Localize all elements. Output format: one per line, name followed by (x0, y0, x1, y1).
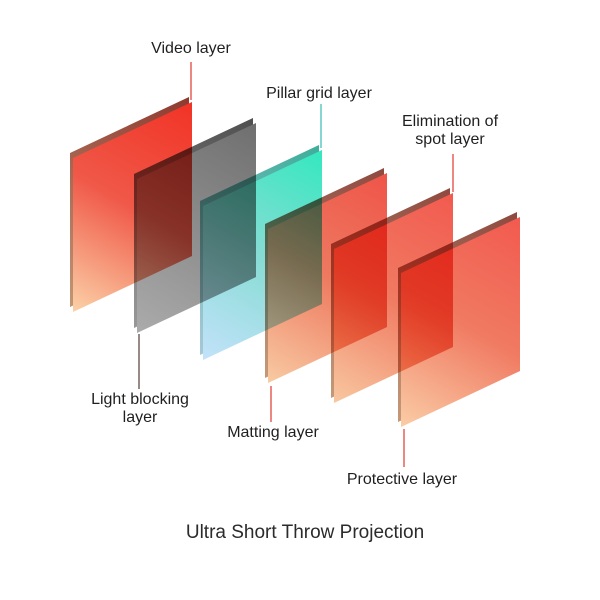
diagram-title: Ultra Short Throw Projection (185, 522, 425, 543)
protective-layer-face (401, 217, 520, 427)
label-video-layer: Video layer (151, 40, 231, 58)
label-line: Light blocking (91, 391, 189, 408)
label-line: Matting layer (227, 424, 319, 441)
label-line: Video layer (151, 40, 231, 57)
label-elimination-of-spot-layer: Elimination of spot layer (402, 113, 498, 149)
label-line: layer (122, 409, 158, 426)
label-line: Protective layer (346, 471, 458, 488)
label-line: Elimination of (401, 113, 499, 130)
label-protective-layer: Protective layer (347, 471, 457, 489)
label-light-blocking-layer: Light blocking layer (91, 391, 189, 427)
protective-layer-panel (398, 212, 520, 427)
label-matting-layer: Matting layer (227, 424, 319, 442)
label-line: spot layer (415, 131, 485, 148)
label-pillar-grid-layer: Pillar grid layer (266, 85, 372, 103)
label-line: Pillar grid layer (266, 85, 372, 102)
